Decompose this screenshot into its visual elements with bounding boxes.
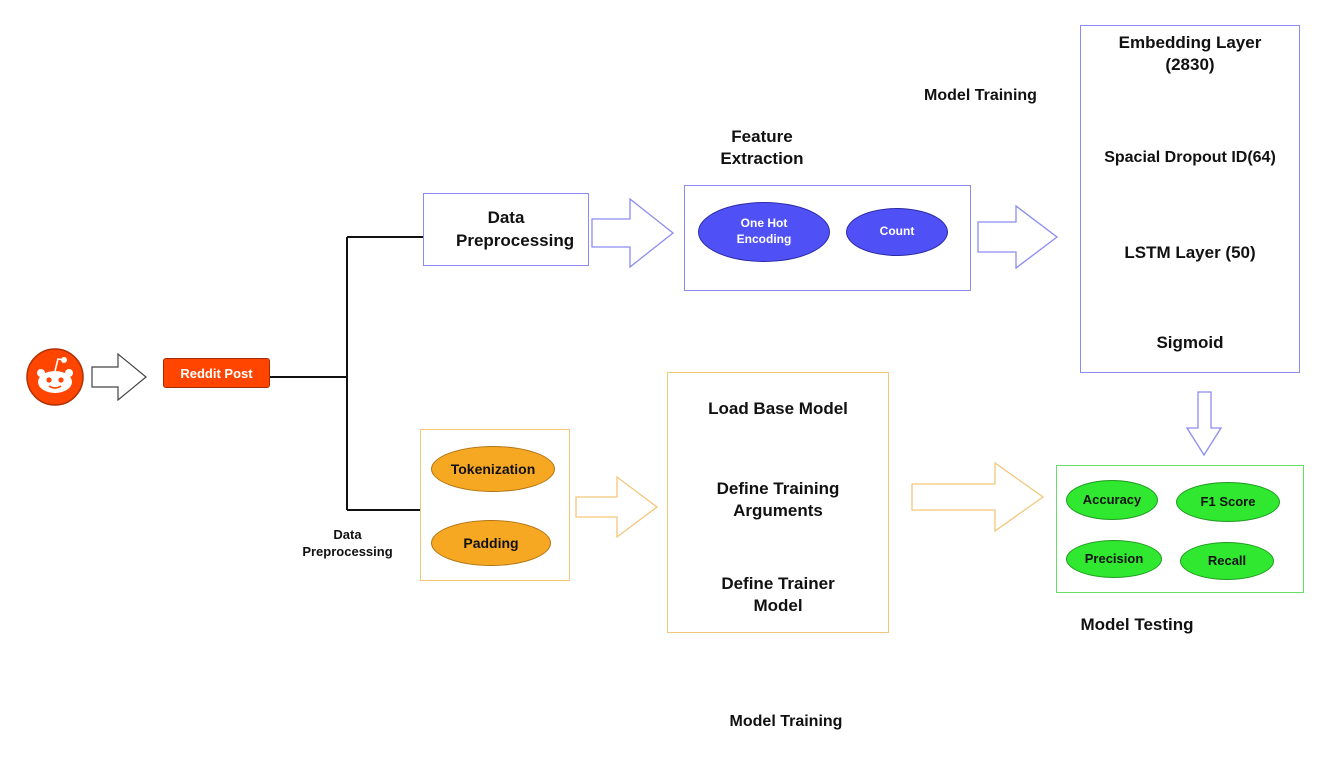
define-training-arguments-label: Define Training Arguments [716,479,840,521]
arrow-training-to-testing [911,461,1045,533]
define-trainer-model-label: Define Trainer Model [721,574,835,616]
spacial-dropout-label: Spacial Dropout ID(64) [1104,149,1276,166]
sigmoid-label: Sigmoid [1156,333,1224,352]
branch-connector [270,236,423,511]
model-testing-label: Model Testing [1080,615,1194,634]
arrow-features-to-lstm [977,204,1059,270]
model-training-label-bottom: Model Training [729,713,843,730]
accuracy-oval: Accuracy [1066,480,1158,520]
model-training-steps-box [667,372,889,633]
reddit-post-node: Reddit Post [163,358,270,388]
lstm-model-box [1080,25,1300,373]
arrow-padding-to-training [575,475,659,539]
one-hot-encoding-oval: One Hot Encoding [698,202,830,262]
lstm-layer-label: LSTM Layer (50) [1124,243,1256,262]
reddit-post-label: Reddit Post [180,365,253,381]
arrow-preprocessing-to-features [591,197,675,269]
data-preprocessing-box: Data Preprocessing [423,193,589,266]
recall-oval: Recall [1180,542,1274,580]
arrow-logo-to-post [91,352,147,402]
data-preprocessing-label-bottom: Data Preprocessing [302,527,393,559]
reddit-logo-icon [26,348,84,406]
load-base-model-label: Load Base Model [708,399,848,418]
model-training-label-top: Model Training [924,87,1037,104]
precision-oval: Precision [1066,540,1162,578]
embedding-layer-label: Embedding Layer (2830) [1118,33,1262,75]
arrow-lstm-to-testing [1185,391,1223,457]
padding-oval: Padding [431,520,551,566]
f1-score-oval: F1 Score [1176,482,1280,522]
feature-extraction-title: Feature Extraction [720,127,804,169]
count-oval: Count [846,208,948,256]
data-preprocessing-title: Data Preprocessing [456,208,575,250]
tokenization-oval: Tokenization [431,446,555,492]
